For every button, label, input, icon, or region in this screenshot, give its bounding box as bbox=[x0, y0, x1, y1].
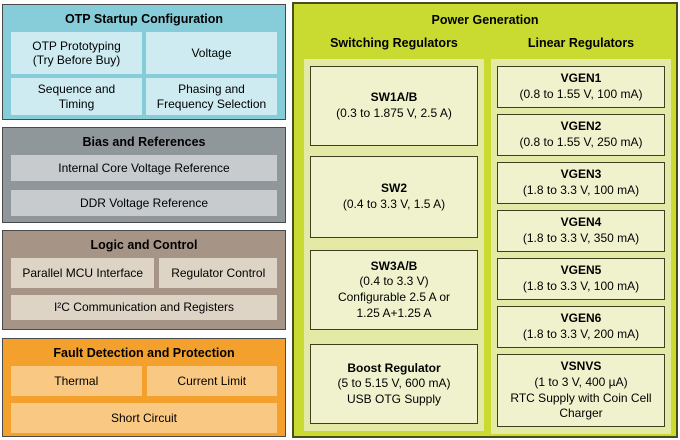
regulator-sw1ab: SW1A/B (0.3 to 1.875 V, 2.5 A) bbox=[310, 66, 478, 146]
column-title: Switching Regulators bbox=[330, 36, 458, 50]
regulator-spec: (1.8 to 3.3 V, 100 mA) bbox=[522, 279, 640, 293]
cell-line: Voltage bbox=[191, 45, 232, 60]
cell-line: Thermal bbox=[54, 373, 99, 388]
cell-line: Internal Core Voltage Reference bbox=[58, 160, 230, 175]
regulator-name: VGEN4 bbox=[560, 215, 602, 230]
regulator-spec: USB OTG Supply bbox=[346, 391, 442, 406]
regulator-vgen3: VGEN3 (1.8 to 3.3 V, 100 mA) bbox=[497, 162, 665, 204]
linear-regulators-panel: VGEN1 (0.8 to 1.55 V, 100 mA) VGEN2 (0.8… bbox=[491, 59, 671, 434]
block-logic-and-control: Logic and Control Parallel MCU Interface… bbox=[2, 230, 286, 330]
regulator-spec: (1.8 to 3.3 V, 350 mA) bbox=[522, 231, 640, 245]
cell-internal-core-voltage-reference: Internal Core Voltage Reference bbox=[11, 155, 277, 181]
panel-power-generation: Power Generation Switching Regulators SW… bbox=[292, 2, 678, 438]
block-otp-startup-configuration: OTP Startup Configuration OTP Prototypin… bbox=[2, 4, 286, 120]
regulator-spec: (0.8 to 1.55 V, 250 mA) bbox=[519, 135, 643, 149]
regulator-name: VGEN3 bbox=[560, 167, 602, 182]
regulator-vgen6: VGEN6 (1.8 to 3.3 V, 200 mA) bbox=[497, 306, 665, 348]
cell-otp-prototyping: OTP Prototyping (Try Before Buy) bbox=[11, 32, 142, 74]
cell-parallel-mcu-interface: Parallel MCU Interface bbox=[11, 258, 155, 288]
cell-line: (Try Before Buy) bbox=[32, 53, 121, 67]
regulator-spec: 1.25 A+1.25 A bbox=[356, 305, 432, 320]
block-title: OTP Startup Configuration bbox=[64, 12, 224, 26]
cell-line: Current Limit bbox=[177, 373, 247, 388]
feature-blocks-column: OTP Startup Configuration OTP Prototypin… bbox=[2, 4, 286, 437]
cell-line: Short Circuit bbox=[110, 410, 178, 425]
cell-thermal: Thermal bbox=[11, 366, 142, 396]
cell-regulator-control: Regulator Control bbox=[159, 258, 277, 288]
cell-current-limit: Current Limit bbox=[146, 366, 277, 396]
regulator-spec: Charger bbox=[559, 406, 603, 421]
regulator-boost: Boost Regulator (5 to 5.15 V, 600 mA) US… bbox=[310, 344, 478, 424]
regulator-spec: Configurable 2.5 A or bbox=[337, 290, 451, 304]
regulator-vsnvs: VSNVS (1 to 3 V, 400 µA) RTC Supply with… bbox=[497, 354, 665, 427]
bias-cells: Internal Core Voltage Reference DDR Volt… bbox=[3, 155, 285, 216]
logic-row: Parallel MCU Interface Regulator Control bbox=[11, 258, 277, 288]
cell-line: Timing bbox=[58, 96, 95, 111]
logic-cells: Parallel MCU Interface Regulator Control… bbox=[3, 258, 285, 320]
cell-line: Regulator Control bbox=[171, 265, 266, 280]
regulator-spec: RTC Supply with Coin Cell bbox=[510, 390, 652, 405]
regulator-spec: (1 to 3 V, 400 µA) bbox=[534, 374, 628, 389]
cell-i2c-communication-and-registers: I²C Communication and Registers bbox=[11, 295, 277, 320]
cell-line: DDR Voltage Reference bbox=[79, 195, 209, 210]
regulator-vgen5: VGEN5 (1.8 to 3.3 V, 100 mA) bbox=[497, 258, 665, 300]
regulator-spec: (0.8 to 1.55 V, 100 mA) bbox=[519, 87, 643, 101]
cell-line: Phasing and bbox=[178, 82, 245, 97]
regulator-spec: (0.4 to 3.3 V, 1.5 A) bbox=[342, 197, 446, 211]
regulator-name: SW2 bbox=[380, 181, 407, 196]
regulator-spec: (0.4 to 3.3 V) bbox=[359, 274, 429, 289]
cell-sequence-and-timing: Sequence and Timing bbox=[11, 78, 142, 115]
block-fault-detection-and-protection: Fault Detection and Protection Thermal C… bbox=[2, 338, 286, 437]
column-switching-regulators: Switching Regulators SW1A/B (0.3 to 1.87… bbox=[304, 36, 484, 431]
otp-cell-grid: OTP Prototyping (Try Before Buy) Voltage… bbox=[3, 32, 285, 115]
regulator-name: SW1A/B bbox=[370, 90, 418, 105]
cell-line: OTP Prototyping bbox=[32, 38, 121, 53]
fault-row: Thermal Current Limit bbox=[11, 366, 277, 396]
regulator-name: VGEN6 bbox=[560, 311, 602, 326]
panel-title: Power Generation bbox=[431, 13, 539, 27]
regulator-name: SW3A/B bbox=[370, 258, 418, 273]
cell-line: I²C Communication and Registers bbox=[53, 300, 235, 315]
regulator-sw3ab: SW3A/B (0.4 to 3.3 V) Configurable 2.5 A… bbox=[310, 250, 478, 330]
block-title: Fault Detection and Protection bbox=[53, 346, 235, 360]
switching-regulators-panel: SW1A/B (0.3 to 1.875 V, 2.5 A) SW2 (0.4 … bbox=[304, 59, 484, 431]
regulator-vgen4: VGEN4 (1.8 to 3.3 V, 350 mA) bbox=[497, 210, 665, 252]
regulator-name: Boost Regulator bbox=[347, 360, 441, 375]
cell-ddr-voltage-reference: DDR Voltage Reference bbox=[11, 190, 277, 216]
cell-line: Sequence and bbox=[37, 82, 116, 97]
regulator-spec: (1.8 to 3.3 V, 100 mA) bbox=[522, 183, 640, 197]
regulator-vgen1: VGEN1 (0.8 to 1.55 V, 100 mA) bbox=[497, 66, 665, 108]
regulator-sw2: SW2 (0.4 to 3.3 V, 1.5 A) bbox=[310, 156, 478, 238]
block-title: Logic and Control bbox=[90, 238, 198, 252]
cell-short-circuit: Short Circuit bbox=[11, 403, 277, 433]
regulator-name: VSNVS bbox=[560, 359, 602, 374]
cell-line: Parallel MCU Interface bbox=[22, 265, 144, 280]
regulator-vgen2: VGEN2 (0.8 to 1.55 V, 250 mA) bbox=[497, 114, 665, 156]
regulator-name: VGEN5 bbox=[560, 263, 602, 278]
regulator-spec: (5 to 5.15 V, 600 mA) bbox=[337, 376, 451, 391]
block-bias-and-references: Bias and References Internal Core Voltag… bbox=[2, 127, 286, 223]
fault-cells: Thermal Current Limit Short Circuit bbox=[3, 366, 285, 433]
cell-phasing-frequency-selection: Phasing and Frequency Selection bbox=[146, 78, 277, 115]
regulator-spec: (1.8 to 3.3 V, 200 mA) bbox=[522, 327, 640, 341]
column-title: Linear Regulators bbox=[527, 36, 635, 50]
cell-voltage: Voltage bbox=[146, 32, 277, 74]
block-title: Bias and References bbox=[82, 135, 206, 149]
regulator-spec: (0.3 to 1.875 V, 2.5 A) bbox=[336, 106, 452, 120]
regulator-name: VGEN2 bbox=[560, 119, 602, 134]
column-linear-regulators: Linear Regulators VGEN1 (0.8 to 1.55 V, … bbox=[491, 36, 671, 434]
cell-line: Frequency Selection bbox=[156, 96, 267, 111]
regulator-name: VGEN1 bbox=[560, 71, 602, 86]
